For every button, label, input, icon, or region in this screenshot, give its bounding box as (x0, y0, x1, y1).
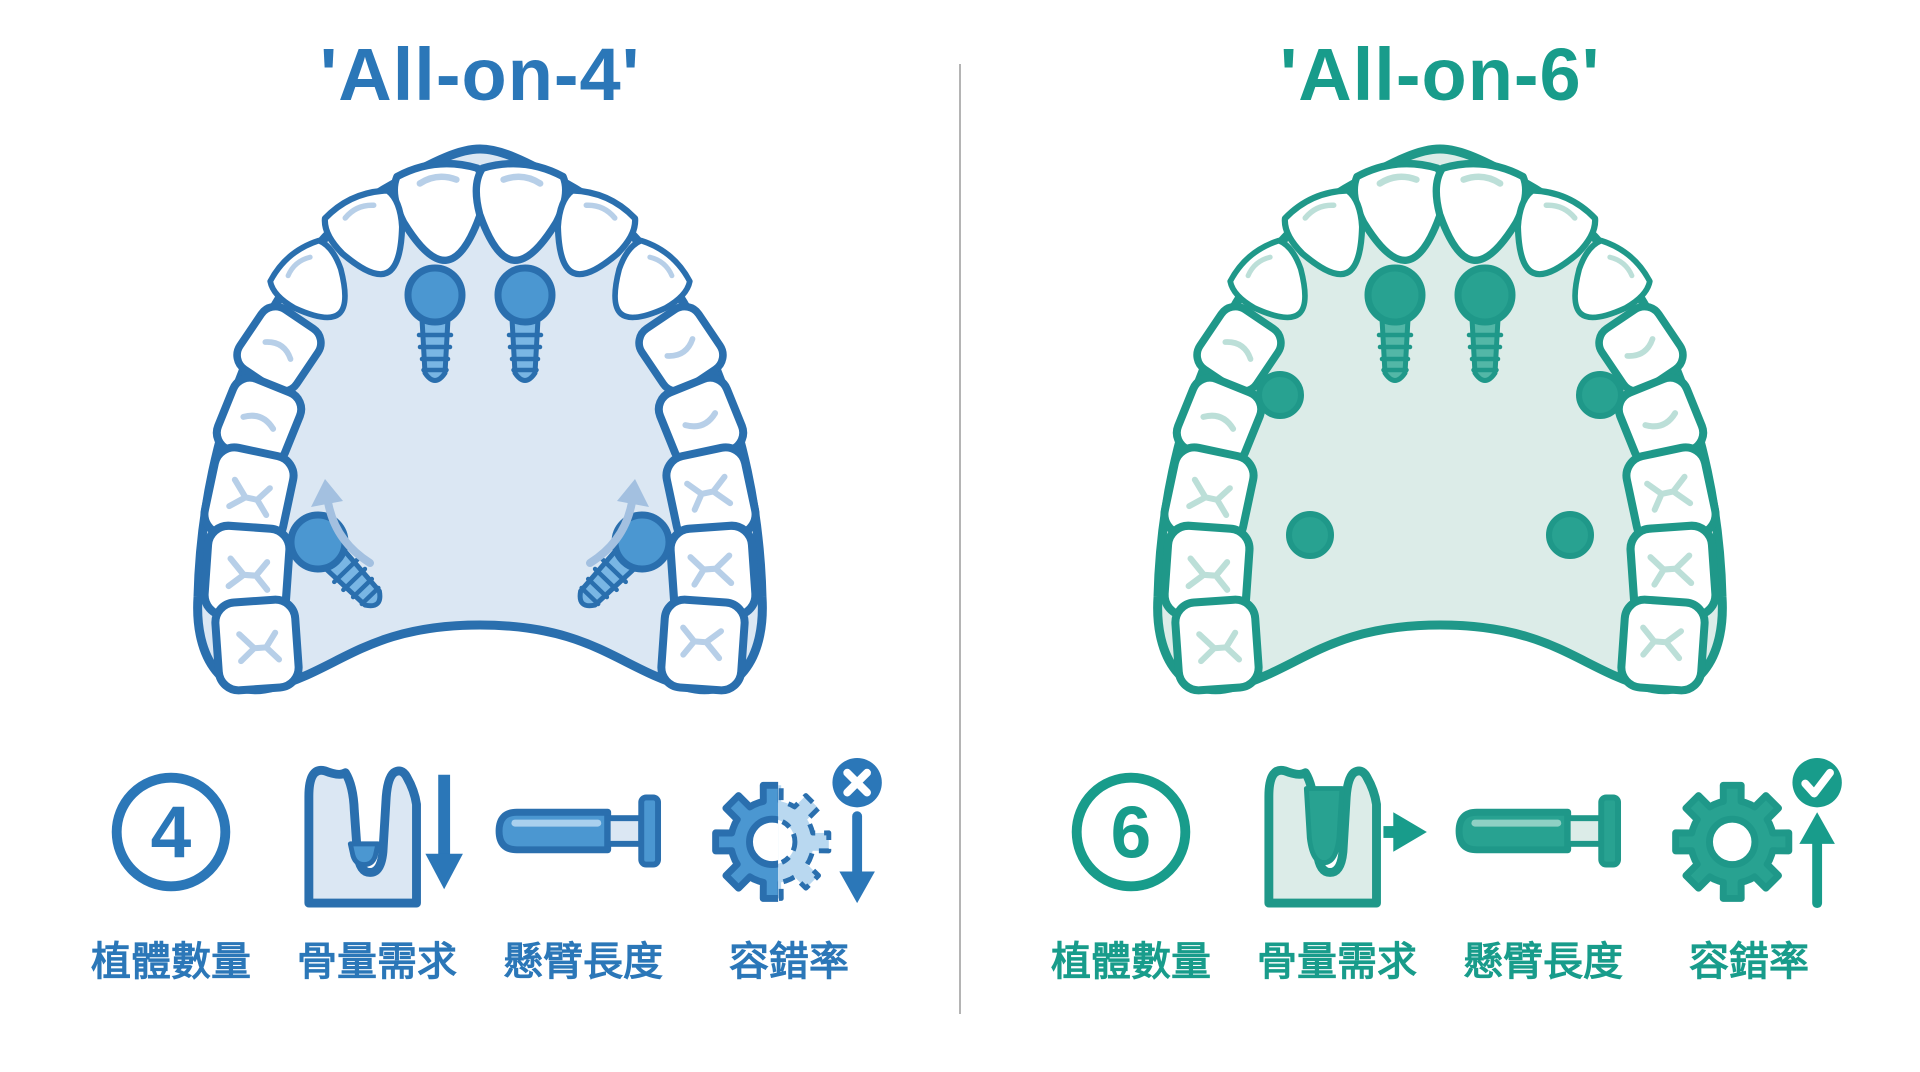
tilt-arrow-icon (324, 498, 374, 567)
implant-screw-icon (1364, 264, 1426, 383)
implant-dot (1576, 371, 1624, 419)
tooth (472, 159, 570, 264)
tooth (1617, 595, 1709, 695)
tooth (1572, 237, 1653, 321)
implant-dot (1546, 511, 1594, 559)
vertical-divider (959, 64, 961, 1014)
tooth (612, 237, 693, 321)
bone-socket-icon (304, 765, 463, 908)
metric-fault-tolerance: 容錯率 (695, 753, 883, 987)
metrics-row: 6 植體數量 骨量需求 懸臂長度 容錯率 (1037, 753, 1843, 987)
tooth (1622, 443, 1720, 547)
metric-label: 懸臂長度 (1463, 940, 1623, 984)
tooth (1281, 187, 1366, 278)
tooth (211, 595, 303, 695)
tooth (657, 595, 749, 695)
implant-count-circle-icon: 6 (1071, 772, 1191, 892)
implant-screw-icon (404, 264, 466, 383)
tooth (1227, 237, 1308, 321)
implant-count-value: 6 (1111, 793, 1152, 874)
implant-screw-icon (494, 264, 556, 383)
tooth (1171, 595, 1263, 695)
panel-all-on-6: 'All-on-6' 6 植體數量 骨量需求 懸臂長度 容錯率 (960, 0, 1920, 1072)
metric-implant-count: 4 植體數量 (77, 753, 265, 987)
metric-label: 骨量需求 (297, 940, 457, 984)
metric-label: 骨量需求 (1257, 940, 1417, 984)
metric-implant-count: 6 植體數量 (1037, 753, 1225, 987)
implant-count-value: 4 (151, 793, 192, 874)
implant-dot (1256, 371, 1304, 419)
metric-fault-tolerance: 容錯率 (1655, 753, 1843, 987)
metric-label: 容錯率 (729, 940, 849, 984)
dental-arch-all-on-6-illustration (1153, 144, 1727, 695)
tooth (267, 237, 348, 321)
metrics-row: 4 植體數量 骨量需求 懸臂長度 容錯率 (77, 753, 883, 987)
metric-label: 容錯率 (1689, 940, 1809, 984)
implant-screw-icon (287, 511, 383, 609)
tooth (321, 187, 406, 278)
dental-arch-all-on-4-illustration (193, 144, 767, 695)
panel-title: 'All-on-4' (319, 33, 641, 116)
metric-cantilever-length: 懸臂長度 (1449, 753, 1637, 987)
cantilever-screw-icon (1455, 794, 1622, 868)
metric-label: 植體數量 (91, 940, 251, 984)
metric-bone-requirement: 骨量需求 (283, 753, 471, 987)
implant-count-circle-icon: 4 (111, 772, 231, 892)
tilt-arrow-icon (617, 479, 649, 507)
tooth (554, 187, 639, 278)
implant-screw-icon (1454, 264, 1516, 383)
metric-label: 懸臂長度 (503, 940, 663, 984)
implant-screw-icon (577, 511, 673, 609)
tilt-arrow-icon (586, 498, 636, 567)
check-badge-icon (1792, 757, 1842, 808)
tooth (200, 443, 298, 547)
panel-all-on-4: 'All-on-4' 4 植體數量 骨量需求 懸臂長度 容錯率 (77, 33, 883, 987)
tooth (1514, 187, 1599, 278)
metric-bone-requirement: 骨量需求 (1243, 753, 1431, 987)
panel-title: 'All-on-6' (1279, 33, 1601, 116)
gear-icon (1672, 757, 1842, 909)
implant-dot (1286, 511, 1334, 559)
tilt-arrow-icon (311, 479, 343, 507)
metric-label: 植體數量 (1051, 940, 1211, 984)
tooth (1432, 159, 1530, 264)
bone-socket-icon (1264, 765, 1427, 908)
cantilever-screw-icon (495, 794, 662, 868)
metric-cantilever-length: 懸臂長度 (489, 753, 677, 987)
gear-icon (712, 757, 882, 904)
tooth (1614, 373, 1708, 469)
